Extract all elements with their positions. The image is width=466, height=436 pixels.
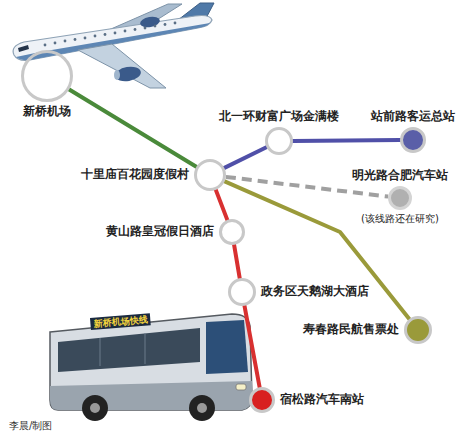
station-label: 政务区天鹅湖大酒店 bbox=[259, 285, 371, 299]
route-line bbox=[69, 90, 196, 167]
station-note: (该线路还在研究) bbox=[359, 213, 441, 225]
bus-sign: 新桥机场快线 bbox=[90, 313, 151, 330]
station-circle: 新桥机场 bbox=[21, 50, 73, 102]
station-label: 十里庙百花园度假村 bbox=[79, 168, 191, 182]
station-label: 寿春路民航售票处 bbox=[301, 323, 401, 337]
route-line bbox=[234, 245, 240, 278]
station-circle: 北一环财富广场金满楼 bbox=[265, 127, 293, 155]
route-line bbox=[225, 181, 410, 319]
station-label: 新桥机场 bbox=[21, 105, 73, 119]
station-circle: 明光路合肥汽车站(该线路还在研究) bbox=[388, 186, 412, 210]
station-label: 明光路合肥汽车站 bbox=[350, 169, 450, 183]
route-line bbox=[216, 190, 228, 220]
station-label: 宿松路汽车南站 bbox=[278, 393, 366, 407]
station-circle: 站前路客运总站 bbox=[400, 127, 426, 153]
route-line bbox=[224, 147, 266, 168]
station-label: 北一环财富广场金满楼 bbox=[217, 110, 341, 124]
station-circle: 政务区天鹅湖大酒店 bbox=[228, 278, 256, 306]
station-circle: 寿春路民航售票处 bbox=[404, 316, 432, 344]
station-circle: 十里庙百花园度假村 bbox=[194, 159, 226, 191]
station-label: 黄山路皇冠假日酒店 bbox=[104, 225, 216, 239]
credit: 李晨/制图 bbox=[6, 419, 55, 433]
route-line bbox=[293, 138, 400, 143]
station-circle: 宿松路汽车南站 bbox=[249, 387, 275, 413]
bus bbox=[50, 314, 252, 421]
route-line bbox=[245, 306, 260, 387]
station-label: 站前路客运总站 bbox=[369, 110, 457, 124]
airplane bbox=[13, 3, 214, 88]
station-circle: 黄山路皇冠假日酒店 bbox=[219, 219, 245, 245]
